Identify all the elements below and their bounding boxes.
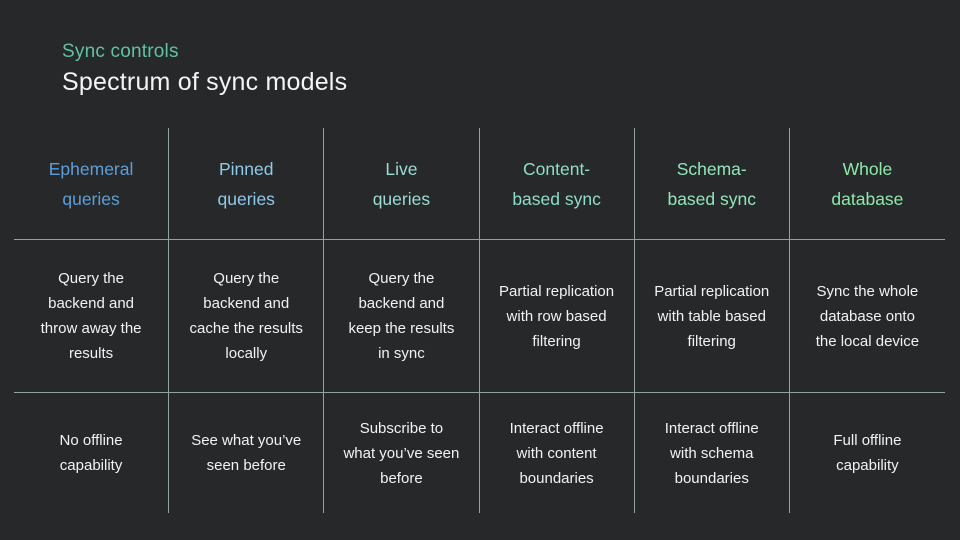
- cell-offline-schema-based-sync: Interact offline with schema boundaries: [635, 393, 790, 513]
- cell-desc-pinned-queries: Query the backend and cache the results …: [169, 240, 325, 393]
- cell-offline-whole-database: Full offline capability: [833, 432, 902, 474]
- title-block: Sync controls Spectrum of sync models: [62, 40, 347, 97]
- col-header-content-based-sync: Content- based sync: [479, 128, 635, 240]
- slide-eyebrow: Sync controls: [62, 41, 179, 62]
- col-header-schema-based-sync: Schema- based sync: [634, 128, 790, 240]
- sync-models-table: Ephemeral queries Pinned queries Live qu…: [14, 128, 945, 513]
- cell-desc-schema-based-sync: Partial replication with table based fil…: [634, 240, 790, 393]
- cell-offline-ephemeral-queries: No offline capability: [14, 393, 170, 513]
- col-header-whole-database: Whole database: [789, 128, 945, 240]
- col-header-pinned-queries: Pinned queries: [169, 128, 325, 240]
- slide-title: Spectrum of sync models: [62, 68, 348, 96]
- cell-desc-content-based-sync: Partial replication with row based filte…: [479, 240, 635, 393]
- cell-desc-whole-database: Sync the whole database onto the local d…: [789, 240, 945, 393]
- cell-offline-live-queries: Subscribe to what you’ve seen before: [324, 393, 480, 513]
- cell-offline-pinned-queries: See what you’ve seen before: [169, 393, 325, 513]
- cell-desc-live-queries: Query the backend and keep the results i…: [324, 240, 480, 393]
- cell-offline-content-based-sync: Interact offline with content boundaries: [480, 393, 635, 513]
- col-header-ephemeral-queries: Ephemeral queries: [14, 128, 170, 240]
- cell-desc-ephemeral-queries: Query the backend and throw away the res…: [14, 240, 170, 393]
- col-header-live-queries: Live queries: [324, 128, 480, 240]
